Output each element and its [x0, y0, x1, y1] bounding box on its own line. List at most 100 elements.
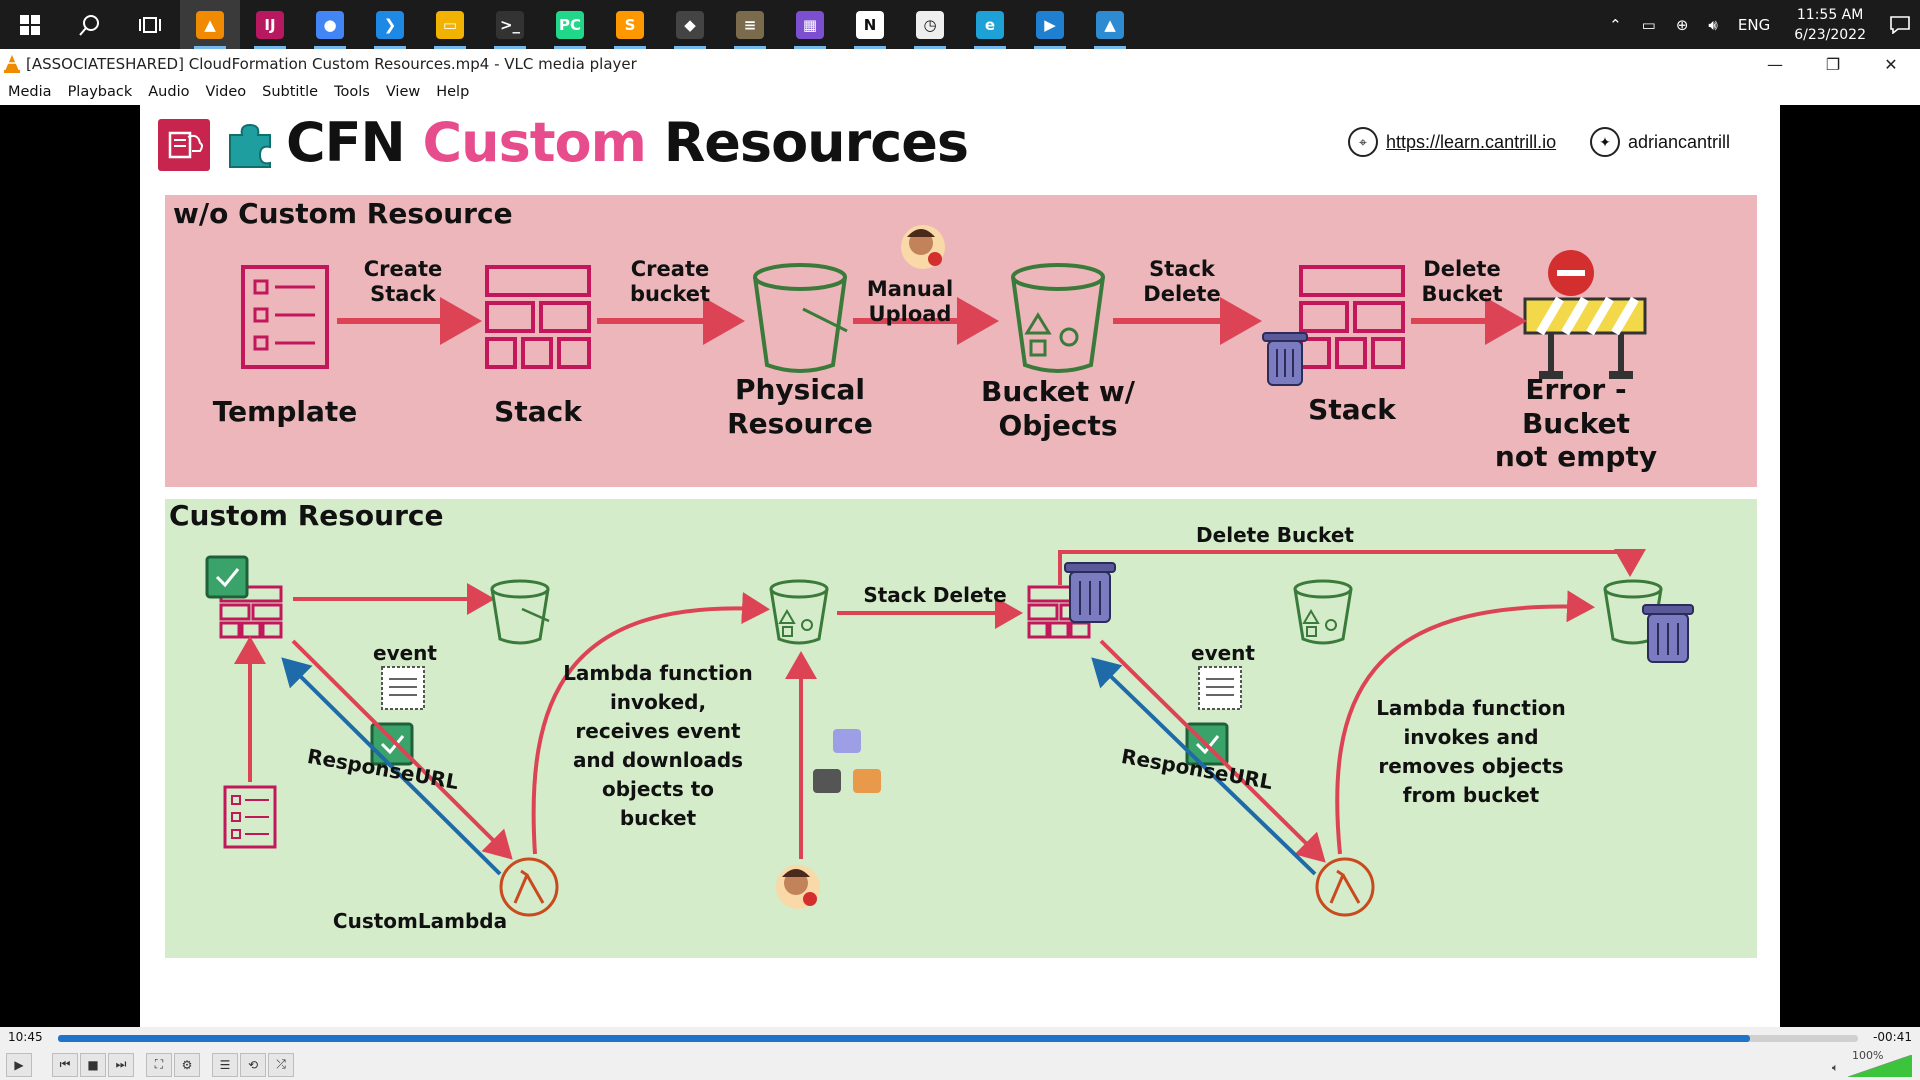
taskbar-app-vlc[interactable]: ▲	[180, 0, 240, 49]
notification-icon[interactable]	[1880, 0, 1920, 49]
website-link: ⌖ https://learn.cantrill.io	[1348, 127, 1556, 157]
custom-resource-panel: Custom Resource	[165, 499, 1757, 958]
seek-progress	[58, 1035, 1750, 1042]
vlc-icon: ▲	[196, 10, 224, 39]
menu-audio[interactable]: Audio	[148, 84, 190, 100]
remaining-time: -00:41	[1873, 1030, 1912, 1044]
node-stack: Stack	[494, 395, 582, 428]
event-document-icon	[1198, 666, 1242, 710]
arrow-label-create-bucket: Create bucket	[629, 257, 711, 307]
video-area[interactable]: CFN Custom Resources ⌖ https://learn.can…	[0, 105, 1920, 1027]
play-button[interactable]: ▶	[6, 1052, 32, 1077]
previous-button[interactable]: ⏮	[52, 1052, 78, 1077]
window-title-bar: [ASSOCIATESHARED] CloudFormation Custom …	[0, 49, 1920, 79]
title-part-2: Custom	[422, 111, 647, 174]
website-url: https://learn.cantrill.io	[1386, 131, 1557, 152]
compass-icon: ⌖	[1348, 127, 1378, 157]
vlc-cone-icon	[4, 55, 20, 73]
minimize-button[interactable]: —	[1767, 54, 1783, 74]
menu-help[interactable]: Help	[436, 84, 470, 100]
playlist-button[interactable]: ☰	[212, 1052, 238, 1077]
taskbar-app-edge[interactable]: e	[960, 0, 1020, 49]
shuffle-button[interactable]: ⤮	[268, 1052, 294, 1077]
fullscreen-button[interactable]: ⛶	[146, 1052, 172, 1077]
menu-view[interactable]: View	[385, 84, 421, 100]
label-stack-delete: Stack Delete	[863, 583, 1007, 607]
check-icon	[370, 722, 414, 766]
template-icon	[241, 265, 329, 369]
explorer-icon: ▭	[436, 10, 464, 39]
sublime-icon: S	[616, 10, 644, 39]
node-template: Template	[212, 395, 358, 428]
panel-title-green: Custom Resource	[169, 499, 444, 532]
person-avatar-icon	[901, 225, 945, 269]
arrow-label-manual-upload: Manual Upload	[866, 277, 954, 327]
taskbar-app-vscode[interactable]: ❯	[360, 0, 420, 49]
clock[interactable]: 11:55 AM 6/23/2022	[1780, 5, 1880, 45]
bucket-with-objects-icon	[1293, 579, 1353, 645]
menu-subtitle[interactable]: Subtitle	[262, 84, 319, 100]
stop-button[interactable]: ■	[80, 1052, 106, 1077]
slide: CFN Custom Resources ⌖ https://learn.can…	[140, 105, 1780, 1027]
bucket-with-objects-icon	[1011, 263, 1105, 373]
taskbar-app-clock-app[interactable]: ◷	[900, 0, 960, 49]
label-event-left: event	[373, 641, 437, 665]
taskbar-app-defender[interactable]: ◆	[660, 0, 720, 49]
taskbar-app-notion[interactable]: N	[840, 0, 900, 49]
taskbar-app-pycharm[interactable]: PC	[540, 0, 600, 49]
volume-icon[interactable]: 🔊︎	[1708, 15, 1718, 34]
taskbar-app-sublime[interactable]: S	[600, 0, 660, 49]
taskbar-app-terminal[interactable]: >_	[480, 0, 540, 49]
taskbar-app-photos[interactable]: ▲	[1080, 0, 1140, 49]
taskbar-app-chrome[interactable]: ●	[300, 0, 360, 49]
system-tray: ⌃ ▭ ⊕ 🔊︎ ENG 11:55 AM 6/23/2022	[1599, 0, 1920, 49]
elapsed-time: 10:45	[8, 1030, 43, 1044]
label-delete-bucket: Delete Bucket	[1196, 523, 1354, 547]
loop-button[interactable]: ⟲	[240, 1052, 266, 1077]
seek-slider[interactable]	[58, 1035, 1858, 1042]
label-lambda-removes: Lambda function invokes and removes obje…	[1376, 696, 1566, 807]
node-bucket-with-objects: Bucket w/ Objects	[981, 375, 1135, 442]
restore-button[interactable]: ❐	[1825, 54, 1841, 74]
next-button[interactable]: ⏭	[108, 1052, 134, 1077]
bucket-icon	[753, 263, 848, 373]
battery-icon[interactable]: ▭	[1641, 15, 1656, 34]
taskbar-app-app-generic[interactable]: ≡	[720, 0, 780, 49]
menu-bar: Media Playback Audio Video Subtitle Tool…	[0, 79, 1920, 105]
taskbar-app-explorer[interactable]: ▭	[420, 0, 480, 49]
window-title: [ASSOCIATESHARED] CloudFormation Custom …	[26, 55, 637, 73]
menu-video[interactable]: Video	[205, 84, 247, 100]
search-icon[interactable]	[60, 0, 120, 49]
trash-can-icon	[1262, 332, 1308, 386]
node-stack-2: Stack	[1308, 393, 1396, 426]
language-indicator[interactable]: ENG	[1737, 15, 1771, 34]
lambda-icon	[1315, 857, 1375, 917]
network-icon[interactable]: ⊕	[1675, 15, 1689, 34]
without-custom-resource-panel: w/o Custom Resource	[165, 195, 1757, 487]
volume-slider[interactable]: 🔈︎ 100%	[1832, 1049, 1912, 1077]
title-part-1: CFN	[286, 111, 423, 174]
playback-controls: ▶ ⏮ ■ ⏭ ⛶ ⚙ ☰ ⟲ ⤮ 🔈︎ 100%	[0, 1049, 1920, 1080]
menu-media[interactable]: Media	[8, 84, 52, 100]
slide-title: CFN Custom Resources	[286, 111, 969, 174]
extended-settings-button[interactable]: ⚙	[174, 1052, 200, 1077]
taskbar-app-intellij[interactable]: IJ	[240, 0, 300, 49]
vscode-icon: ❯	[376, 10, 404, 39]
start-button[interactable]	[0, 0, 60, 49]
chevron-up-icon[interactable]: ⌃	[1609, 15, 1622, 34]
twitter-handle: ✦ adriancantrill	[1590, 127, 1730, 157]
taskbar-app-app-purple[interactable]: ▦	[780, 0, 840, 49]
taskbar-app-video-editor[interactable]: ▶	[1020, 0, 1080, 49]
cat-icons	[813, 729, 881, 793]
title-part-3: Resources	[645, 111, 969, 174]
close-button[interactable]: ✕	[1884, 54, 1898, 74]
terminal-icon: >_	[496, 10, 524, 39]
twitter-name: adriancantrill	[1628, 131, 1731, 152]
menu-playback[interactable]: Playback	[67, 84, 133, 100]
task-view-icon[interactable]	[120, 0, 180, 49]
template-icon	[223, 785, 277, 849]
trash-can-icon	[1642, 604, 1694, 663]
seek-bar-row: 10:45 -00:41	[0, 1027, 1920, 1049]
menu-tools[interactable]: Tools	[334, 84, 370, 100]
barrier-icon	[1523, 250, 1647, 379]
